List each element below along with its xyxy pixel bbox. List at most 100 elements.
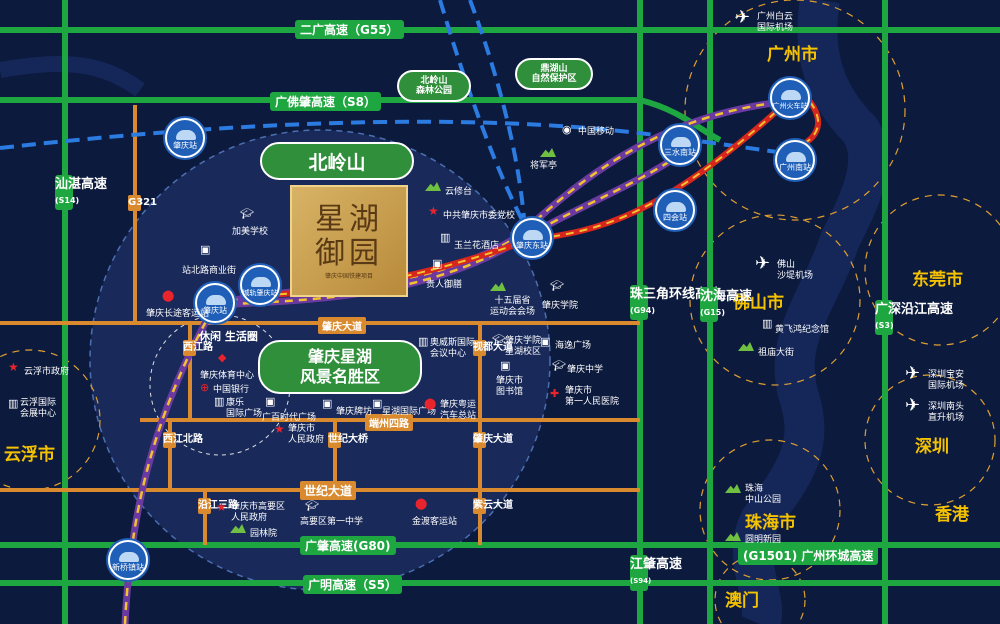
bus-icon: ⬤ — [415, 497, 428, 510]
road-xijiang-n: 西江北路 — [163, 432, 203, 448]
hwy-g94: 珠三角环线高速(G94) — [630, 285, 721, 320]
china-mobile-icon: ◉ — [562, 123, 572, 136]
city-guangzhou: 广州市 — [767, 45, 818, 65]
hwy-s5: 广明高速（S5） — [303, 575, 402, 594]
poi-guiren: 贵人御膳 — [426, 280, 463, 290]
poi-yuanming: 圆明新园 — [745, 535, 782, 545]
airplane-icon: ✈ — [755, 253, 771, 274]
road-century-ave: 世纪大道 — [300, 481, 357, 500]
building-icon: ▣ — [500, 359, 511, 372]
road-xijiang: 西江路 — [183, 340, 213, 356]
road-duanzhou-4th: 端州四路 — [365, 414, 413, 431]
poi-jiangjun: 将军亭 — [530, 161, 558, 171]
poi-paifang: 肇庆牌坊 — [336, 407, 373, 417]
building-icon: ▣ — [372, 397, 383, 410]
poi-baoan-airport: 深圳宝安 国际机场 — [928, 370, 965, 391]
city-foshan: 佛山市 — [733, 293, 784, 313]
poi-zhaoqing-high: 肇庆中学 — [567, 365, 604, 375]
road-shidu: 视都大道 — [473, 340, 513, 356]
hwy-s3-name: 广深沿江高速 — [875, 302, 954, 317]
poi-olympic-center: 奥威斯国际 会议中心 — [430, 338, 476, 359]
area-xinghu: 肇庆星湖 风景名胜区 — [258, 340, 422, 394]
city-dongguan: 东莞市 — [912, 270, 963, 290]
school-cap-icon: 🎓︎ — [240, 207, 254, 220]
government-star-icon: ★ — [274, 422, 285, 436]
building-icon: ▣ — [322, 397, 333, 410]
hill-icon — [725, 484, 741, 493]
poi-haiyi-plaza: 海逸广场 — [555, 341, 592, 351]
poi-sports-center: 肇庆体育中心 — [200, 371, 255, 381]
leisure-label-1: 休闲 — [199, 330, 221, 343]
city-yunfu: 云浮市 — [4, 445, 55, 465]
poi-zhaoqing-college: 肇庆学院 — [542, 301, 579, 311]
hwy-jz: 江肇高速(S94) — [630, 555, 682, 591]
station-zhaoqing-east[interactable]: 肇庆东站 — [512, 218, 552, 258]
government-star-icon: ★ — [216, 500, 227, 514]
poi-jiamei-school: 加美学校 — [232, 227, 269, 237]
station-sihui[interactable]: 四会站 — [655, 190, 695, 230]
city-hongkong: 香港 — [935, 505, 969, 525]
poi-yuanlin: 园林院 — [250, 529, 278, 539]
station-label: 广州南站 — [779, 163, 811, 172]
school-cap-icon: 🎓︎ — [492, 333, 506, 346]
airplane-icon: ✈ — [905, 363, 921, 384]
hwy-g55: 二广高速（G55） — [295, 20, 404, 39]
station-xinqiao[interactable]: 新桥镇站 — [108, 540, 148, 580]
poi-zhuhai-park: 珠海 中山公园 — [745, 484, 782, 505]
river — [732, 0, 889, 624]
area-xinghu-line2: 风景名胜区 — [299, 367, 380, 386]
road-shiji-bridge: 世纪大桥 — [328, 432, 368, 448]
poi-xinghu-plaza: 星湖国际广场 — [382, 407, 437, 417]
building-icon: ▣ — [540, 335, 551, 348]
hill-icon — [425, 182, 441, 191]
building-icon: ▥ — [8, 397, 19, 410]
airplane-icon: ✈ — [735, 7, 751, 28]
station-guangzhou-south[interactable]: 广州南站 — [775, 140, 815, 180]
building-icon: ▥ — [440, 231, 451, 244]
poi-first-hospital: 肇庆市 第一人民医院 — [565, 386, 620, 407]
poi-huangfei: 黄飞鸿纪念馆 — [775, 325, 830, 335]
poi-long-bus: 肇庆长途客运站 — [146, 309, 210, 319]
leisure-label: 休闲 生活圈 — [199, 330, 258, 343]
poi-yulan-hotel: 玉兰花酒店 — [454, 241, 500, 251]
building-icon: ▣ — [200, 243, 211, 256]
station-sanshui-south[interactable]: 三水南站 — [660, 125, 700, 165]
bus-icon: ⬤ — [424, 397, 437, 410]
hwy-s3-code: (S3) — [875, 321, 894, 330]
area-xinghu-line1: 肇庆星湖 — [307, 347, 372, 366]
hwy-s14: 汕湛高速(S14) — [55, 175, 107, 210]
station-guangzhou[interactable]: 广州火车站 — [770, 78, 810, 118]
government-star-icon: ★ — [8, 360, 19, 374]
station-label: 广州火车站 — [772, 102, 808, 110]
station-zhaoqing-north[interactable]: 肇庆站 — [165, 118, 205, 158]
road-dinghu: 肇庆大道 — [473, 432, 513, 448]
poi-shadi-airport: 佛山 沙堤机场 — [777, 260, 814, 281]
road-g321: G321 — [128, 195, 157, 211]
station-intercity[interactable]: 城轨肇庆站 — [240, 265, 280, 305]
poi-gaoyao-school: 高要区第一中学 — [300, 517, 364, 527]
area-beiling-mtn: 北岭山 — [260, 142, 414, 180]
station-label: 肇庆站 — [173, 141, 197, 150]
school-cap-icon: 🎓︎ — [550, 279, 564, 292]
station-zhaoqing[interactable]: 肇庆站 — [195, 283, 235, 323]
hwy-s14-code: (S14) — [55, 196, 80, 205]
area-beiling-park: 北岭山 森林公园 — [397, 70, 471, 102]
road-zhaoqing-ave: 肇庆大道 — [318, 317, 366, 334]
hill-icon — [738, 342, 754, 351]
hospital-cross-icon: ✚ — [550, 387, 560, 400]
hwy-g1501: (G1501) 广州环城高速 — [738, 546, 879, 565]
hwy-jz-code: (S94) — [630, 577, 652, 585]
building-icon: ▣ — [432, 257, 443, 270]
station-label: 四会站 — [663, 213, 687, 222]
hwy-s3: 广深沿江高速 (S3) — [875, 300, 953, 335]
project-block[interactable]: 星湖 御园 肇庆中国铁建项目 — [290, 185, 408, 297]
building-icon: ▥ — [214, 395, 225, 408]
school-cap-icon: 🎓︎ — [552, 359, 566, 372]
school-cap-icon: 🎓︎ — [305, 499, 319, 512]
river — [0, 56, 145, 97]
bank-icon: ⊕ — [200, 381, 210, 394]
poi-baibai-plaza: 广百时代广场 — [262, 413, 317, 423]
hwy-g15-code: (G15) — [700, 308, 726, 317]
